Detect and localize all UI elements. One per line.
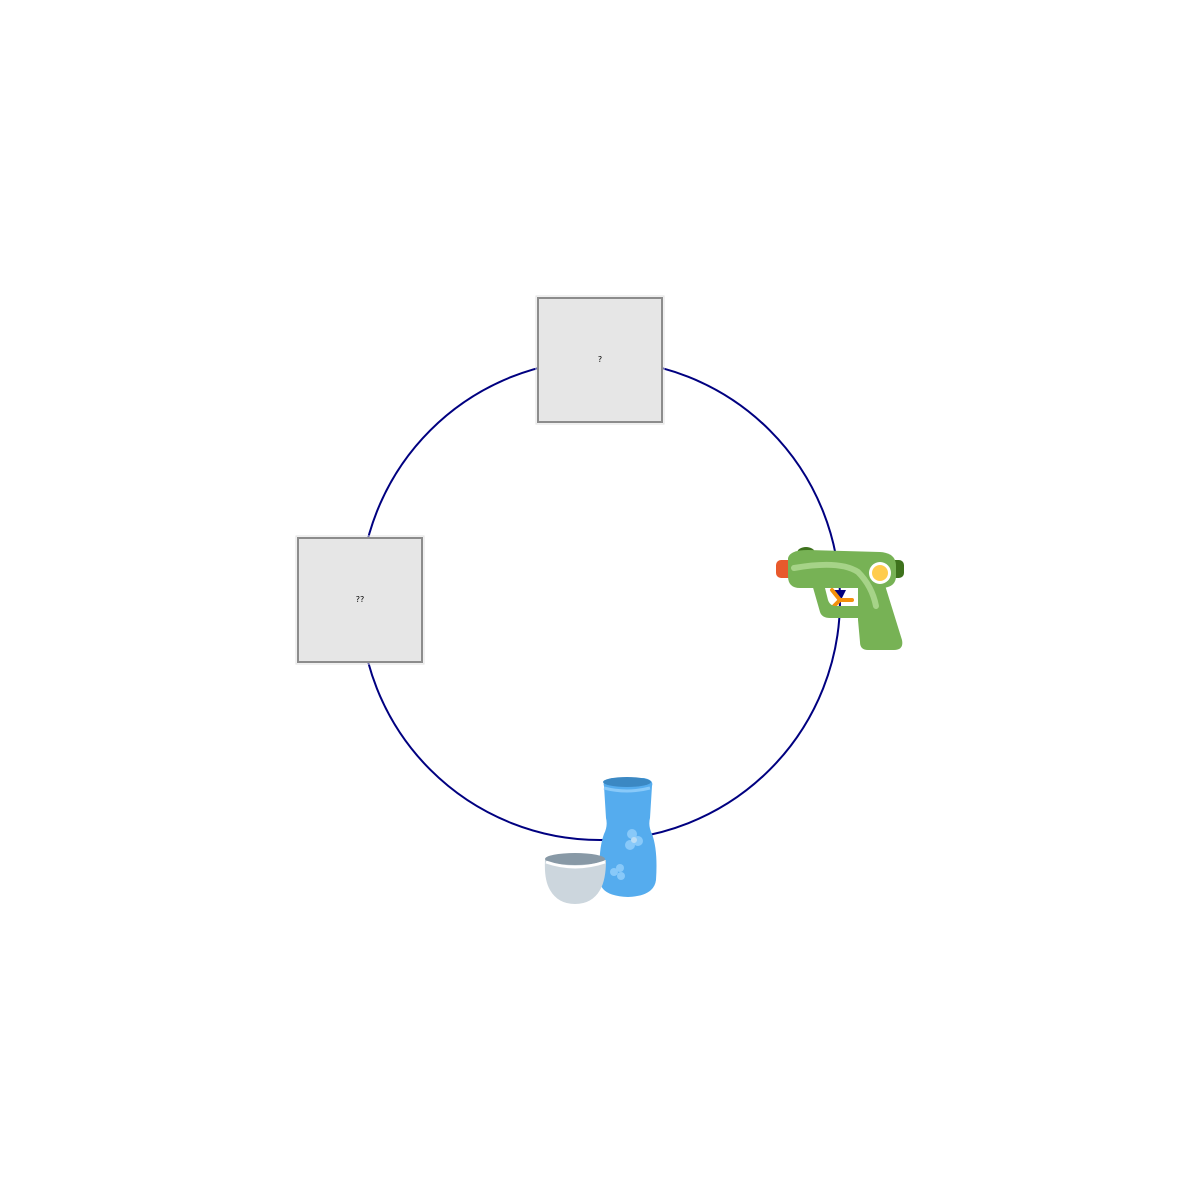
placeholder-box-top bbox=[537, 297, 663, 423]
placeholder-label-left: ?? bbox=[356, 595, 365, 604]
node-left: ?? bbox=[295, 535, 425, 665]
placeholder-label-top: ? bbox=[598, 355, 602, 364]
sake-icon bbox=[544, 777, 657, 904]
cycle-ring bbox=[359, 359, 841, 841]
node-top: ? bbox=[535, 295, 665, 425]
cycle-arrowhead bbox=[834, 590, 846, 602]
placeholder-box-left bbox=[297, 537, 423, 663]
water-pistol-icon bbox=[776, 547, 904, 650]
